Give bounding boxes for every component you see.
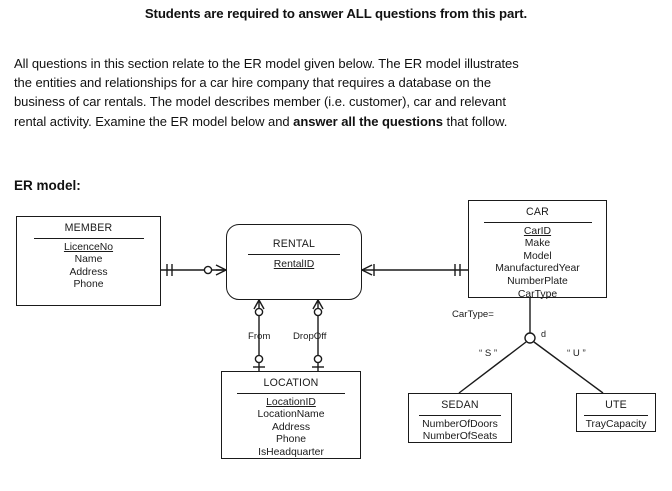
entity-rental-title: RENTAL [272, 238, 316, 250]
attribute-cartype: CarType [517, 288, 558, 300]
entity-sedan-title: SEDAN [441, 399, 479, 411]
cardinality-from-rental-zero-or-many [253, 299, 265, 317]
discriminator-label-cartype: CarType= [452, 309, 494, 320]
attribute-make: Make [524, 238, 551, 250]
entity-divider [33, 237, 144, 239]
entity-location-title: LOCATION [263, 377, 319, 389]
intro-text-bold: answer all the questions [293, 113, 443, 129]
branch-ute [533, 341, 604, 394]
entity-ute-title: UTE [605, 399, 627, 411]
disjoint-circle [524, 332, 536, 344]
attribute-traycapacity: TrayCapacity [585, 418, 647, 430]
relationship-label-from: From [248, 331, 271, 342]
attribute-phone: Phone [73, 279, 104, 291]
attribute-licenceno: LicenceNo [63, 241, 114, 253]
entity-location[interactable]: LOCATION LocationID LocationName Address… [221, 371, 361, 459]
entity-divider [419, 414, 501, 416]
entity-member-title: MEMBER [64, 222, 113, 234]
attribute-locationid: LocationID [266, 396, 316, 408]
entity-divider [248, 253, 340, 255]
subtype-value-sedan: “ S ” [479, 348, 498, 359]
cardinality-rental-one-or-many [361, 264, 375, 276]
entity-member[interactable]: MEMBER LicenceNo Name Address Phone [16, 216, 161, 306]
entity-sedan[interactable]: SEDAN NumberOfDoors NumberOfSeats [408, 393, 512, 443]
entity-divider [483, 221, 592, 223]
cardinality-car-one-mandatory [454, 264, 461, 276]
entity-divider [237, 392, 345, 394]
cardinality-dropoff-rental-zero-or-many [312, 299, 324, 317]
attribute-numberofseats: NumberOfSeats [422, 431, 498, 443]
branch-sedan [458, 341, 527, 394]
attribute-locationname: LocationName [257, 409, 325, 421]
er-model-label: ER model: [14, 178, 81, 193]
subtype-value-ute: “ U ” [567, 348, 586, 359]
entity-ute[interactable]: UTE TrayCapacity [576, 393, 656, 432]
entity-car[interactable]: CAR CarID Make Model ManufacturedYear Nu… [468, 200, 607, 300]
attribute-numberplate: NumberPlate [507, 275, 568, 287]
intro-text-part-1: All questions in this section relate to … [14, 56, 519, 129]
intro-paragraph: All questions in this section relate to … [14, 54, 519, 131]
attribute-isheadquarter: IsHeadquarter [258, 446, 324, 458]
entity-divider [584, 414, 648, 416]
attribute-address: Address [69, 266, 108, 278]
attribute-model: Model [523, 250, 552, 262]
cardinality-from-location-one-optional [253, 354, 265, 368]
entity-rental[interactable]: RENTAL RentalID [226, 224, 362, 300]
attribute-address: Address [271, 421, 311, 433]
attribute-numberofdoors: NumberOfDoors [422, 418, 498, 430]
cardinality-dropoff-location-one-optional [312, 354, 324, 368]
disjoint-marker-label: d [541, 329, 547, 339]
cardinality-rental-zero-or-many [203, 264, 227, 276]
intro-text-part-2: that follow. [442, 113, 508, 129]
page-title: Students are required to answer ALL ques… [144, 6, 528, 21]
attribute-carid: CarID [523, 225, 552, 237]
attribute-manufacturedyear: ManufacturedYear [495, 263, 580, 275]
cardinality-member-one-mandatory [166, 264, 173, 276]
relationship-label-dropoff: DropOff [293, 331, 327, 342]
attribute-rentalid: RentalID [273, 258, 315, 270]
attribute-name: Name [74, 254, 103, 266]
entity-car-title: CAR [526, 206, 549, 218]
attribute-phone: Phone [275, 434, 307, 446]
